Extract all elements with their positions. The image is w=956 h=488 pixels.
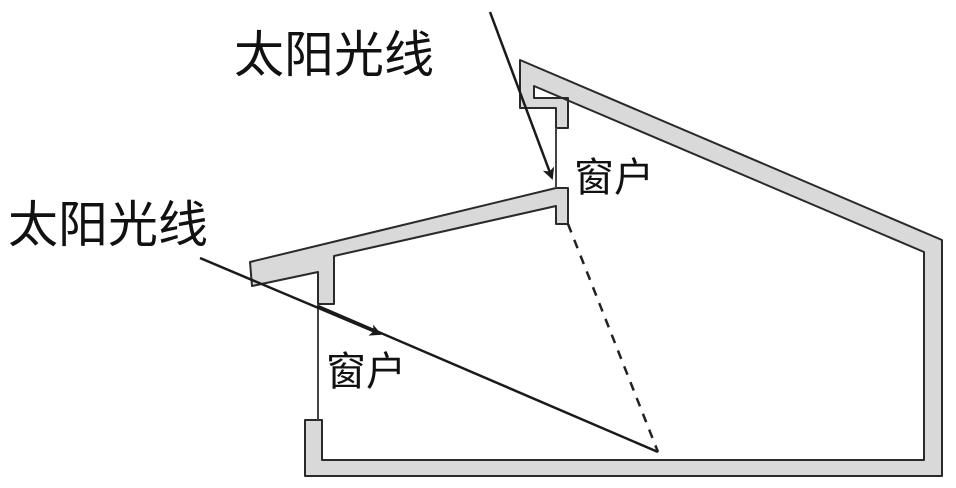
upper-sunlight-ray [488, 11, 555, 180]
window-label-lower: 窗户 [326, 349, 406, 395]
upper-ray-dashed-extension [566, 223, 660, 453]
sunlight-label-upper: 太阳光线 [234, 26, 434, 84]
sunlight-label-lower: 太阳光线 [8, 196, 208, 254]
lower-roof-slab [249, 187, 569, 305]
lower-sunlight-ray-arrow [199, 256, 382, 336]
lower-sunlight-ray-path [317, 304, 659, 454]
upper-roof-wall [304, 59, 943, 477]
window-label-upper: 窗户 [574, 155, 654, 201]
